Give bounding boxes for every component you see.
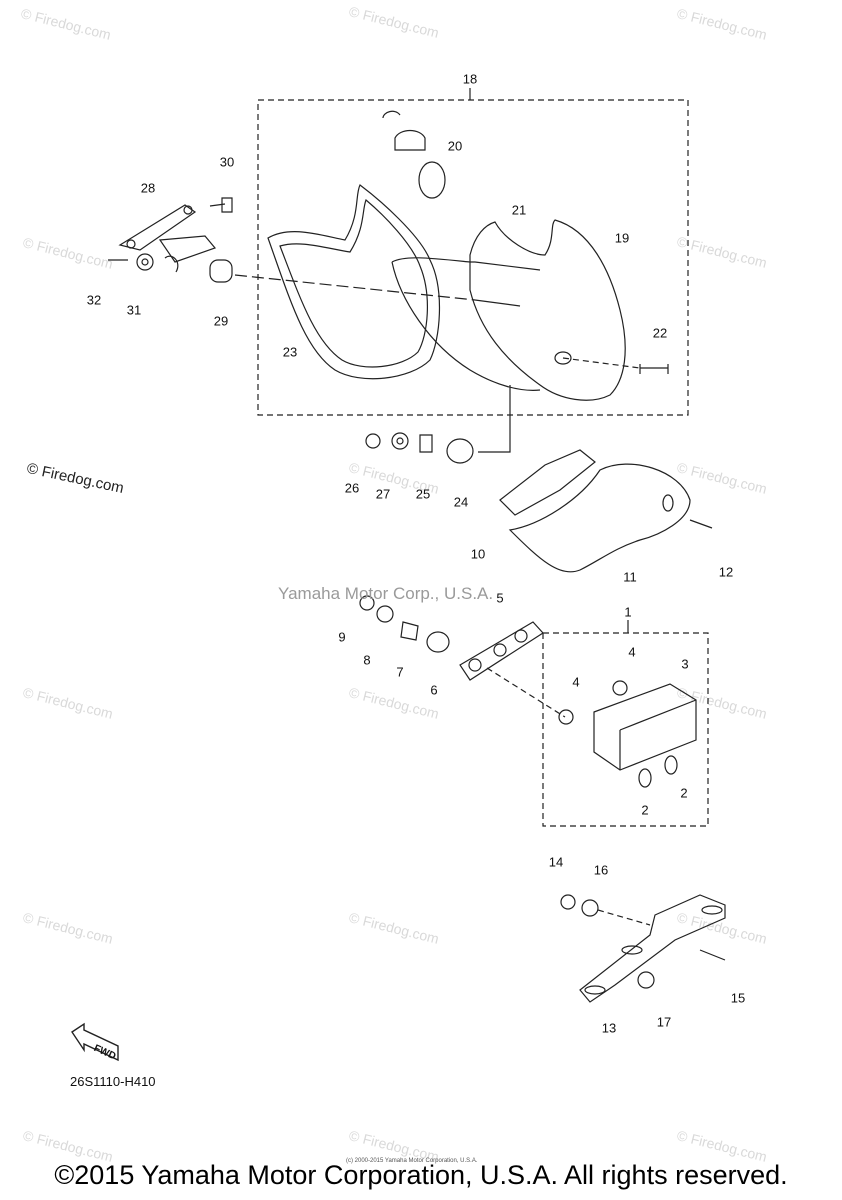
center-watermark: Yamaha Motor Corp., U.S.A.	[278, 584, 494, 603]
callout-24: 24	[453, 494, 469, 510]
part-3-shape	[593, 683, 697, 771]
callout-9: 9	[338, 629, 346, 645]
group-box-18	[257, 99, 689, 416]
callout-10: 10	[470, 546, 486, 562]
callout-23: 23	[282, 344, 298, 360]
callout-20: 20	[447, 138, 463, 154]
tiny-copyright-note: (c) 2000-2015 Yamaha Motor Corporation, …	[346, 1158, 478, 1164]
callout-22: 22	[652, 325, 668, 341]
part-10-shape	[499, 449, 596, 516]
callout-15: 15	[730, 990, 746, 1006]
callout-4: 4	[572, 674, 580, 690]
callout-32: 32	[86, 292, 102, 308]
diagram-code: 26S1110-H410	[70, 1074, 156, 1089]
callout-31: 31	[126, 302, 142, 318]
part-11-shape	[508, 463, 691, 573]
callout-27: 27	[375, 486, 391, 502]
callout-8: 8	[363, 652, 371, 668]
callout-3: 3	[681, 656, 689, 672]
callout-13: 13	[601, 1020, 617, 1036]
part-13-shape	[579, 894, 726, 1003]
callout-30: 30	[219, 154, 235, 170]
fwd-arrow-icon: FWD	[71, 1022, 119, 1062]
callout-4: 4	[628, 644, 636, 660]
part-28-shape	[118, 204, 197, 251]
callout-12: 12	[718, 564, 734, 580]
callout-29: 29	[213, 313, 229, 329]
callout-19: 19	[614, 230, 630, 246]
part-23-shape	[267, 184, 441, 380]
group-box-1	[542, 632, 709, 827]
callout-18: 18	[462, 71, 478, 87]
callout-14: 14	[548, 854, 564, 870]
callout-16: 16	[593, 862, 609, 878]
callout-25: 25	[415, 486, 431, 502]
callout-21: 21	[511, 202, 527, 218]
callout-17: 17	[656, 1014, 672, 1030]
callout-28: 28	[140, 180, 156, 196]
callout-6: 6	[430, 682, 438, 698]
part-29-shape	[209, 259, 233, 283]
callout-26: 26	[344, 480, 360, 496]
callout-7: 7	[396, 664, 404, 680]
callout-1: 1	[624, 604, 632, 620]
callout-5: 5	[496, 590, 504, 606]
callout-11: 11	[623, 569, 637, 585]
part-5-shape	[459, 621, 544, 681]
callout-2: 2	[680, 785, 688, 801]
copyright: ©2015 Yamaha Motor Corporation, U.S.A. A…	[54, 1160, 788, 1190]
part-19-shape	[469, 219, 626, 401]
callout-2: 2	[641, 802, 649, 818]
